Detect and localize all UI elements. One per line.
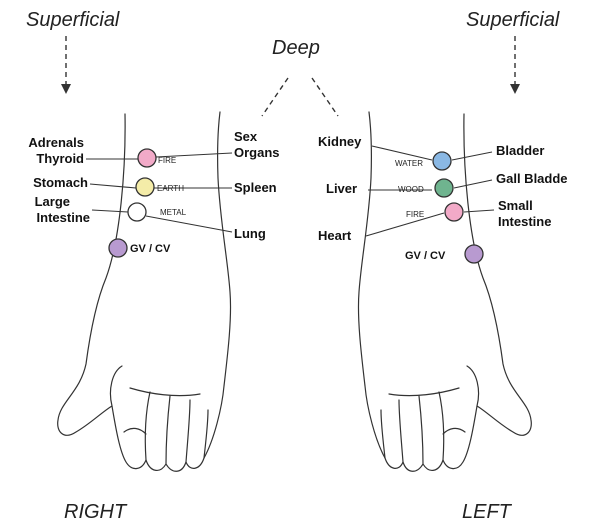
superficial-arrow-right — [510, 36, 520, 94]
right-fire-element: FIRE — [158, 156, 176, 165]
left-fire-element: FIRE — [406, 210, 424, 219]
right-fire-deep-organ: Organs — [234, 145, 280, 160]
right-gv-cv-point — [109, 239, 127, 257]
right-fire-superficial-organ: Thyroid — [36, 151, 84, 166]
deep-header: Deep — [272, 37, 320, 59]
left-wood-point — [435, 179, 453, 197]
right-earth-point — [136, 178, 154, 196]
right-metal-superficial-organ: Large — [35, 194, 70, 209]
left-hand-caption: LEFT — [462, 501, 513, 523]
superficial-arrow-left — [61, 36, 71, 94]
right-earth-deep-organ: Spleen — [234, 180, 277, 195]
right-metal-element: METAL — [160, 208, 187, 217]
superficial-header-right: Superficial — [466, 9, 560, 31]
left-water-deep-organ: Kidney — [318, 134, 362, 149]
left-fire-superficial-organ: Intestine — [498, 214, 551, 229]
right-hand-caption: RIGHT — [64, 501, 128, 523]
left-gv-cv-label: GV / CV — [405, 250, 446, 262]
left-gv-cv-point — [465, 245, 483, 263]
right-metal-superficial-organ: Intestine — [37, 210, 90, 225]
left-hand-leaders — [366, 146, 494, 236]
right-fire-deep-organ: Sex — [234, 129, 258, 144]
left-wood-deep-organ: Liver — [326, 181, 357, 196]
right-metal-point — [128, 203, 146, 221]
right-gv-cv-label: GV / CV — [130, 243, 171, 255]
right-fire-point — [138, 149, 156, 167]
left-water-superficial-organ: Bladder — [496, 143, 544, 158]
right-earth-superficial-organ: Stomach — [33, 175, 88, 190]
left-fire-superficial-organ: Small — [498, 198, 533, 213]
right-metal-deep-organ: Lung — [234, 226, 266, 241]
deep-lines — [262, 78, 338, 116]
left-wood-element: WOOD — [398, 185, 424, 194]
superficial-header-left: Superficial — [26, 9, 120, 31]
left-water-element: WATER — [395, 159, 423, 168]
right-fire-superficial-organ: Adrenals — [28, 135, 84, 150]
left-fire-deep-organ: Heart — [318, 228, 352, 243]
left-fire-point — [445, 203, 463, 221]
right-earth-element: EARTH — [157, 184, 184, 193]
left-wood-superficial-organ: Gall Bladde — [496, 171, 568, 186]
left-water-point — [433, 152, 451, 170]
